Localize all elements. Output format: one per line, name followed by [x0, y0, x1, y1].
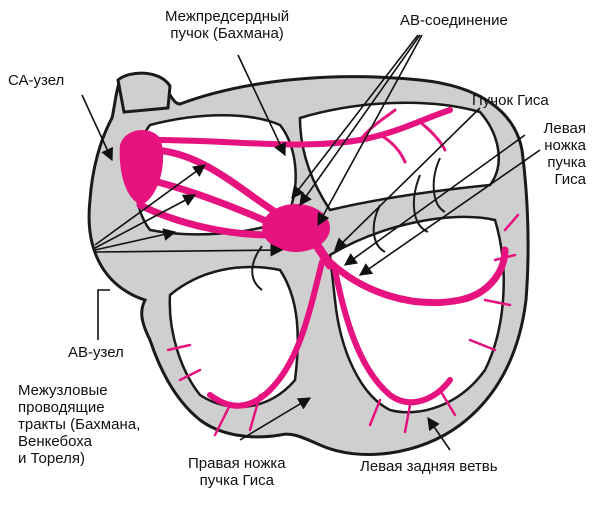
purkinje-4	[166, 343, 192, 352]
vena-cava	[116, 71, 172, 114]
purkinje-3	[178, 368, 202, 382]
internodal-tract-2	[146, 176, 279, 229]
purkinje-10	[493, 253, 517, 262]
internodal-tract-3	[136, 201, 274, 239]
label-bachmann-bundle: Межпредсердный пучок (Бахмана)	[165, 8, 290, 42]
arrow-av-junction-1	[291, 34, 419, 200]
label-his-bundle: Пучок Гиса	[472, 92, 549, 109]
heart-outline	[87, 71, 530, 456]
valve-leaflet-3	[432, 157, 446, 213]
label-sa-node: СА-узел	[8, 72, 65, 89]
arrow-sa-node	[81, 94, 113, 162]
bachmann-branch-2	[378, 133, 407, 164]
left-posterior-branch	[332, 267, 453, 406]
arrow-bachmann	[237, 54, 286, 157]
av-node	[262, 204, 330, 252]
purkinje-8	[468, 338, 497, 352]
label-left-posterior-branch: Левая задняя ветвь	[360, 458, 498, 475]
arrow-internodal-1	[94, 164, 207, 246]
right-ventricle-chamber	[168, 265, 299, 409]
valve-leaflet-2	[372, 204, 386, 253]
arrow-internodal-2	[94, 194, 197, 249]
purkinje-6	[403, 403, 412, 434]
valve-leaflet-4	[412, 174, 429, 233]
purkinje-2	[248, 393, 262, 432]
arrow-av-node-bracket	[97, 289, 110, 340]
arrow-his-bundle	[334, 107, 481, 251]
leader-lines	[81, 34, 541, 451]
arrow-right-bundle	[239, 397, 312, 441]
purkinje-1	[213, 403, 232, 437]
bachmann-branch-3	[418, 120, 447, 152]
conduction-system	[136, 107, 520, 437]
label-left-bundle-branch: Левая ножка пучка Гиса	[543, 120, 586, 188]
left-bundle-branch	[326, 246, 509, 307]
arrow-av-junction-3	[317, 34, 423, 227]
label-av-junction: АВ-соединение	[400, 12, 508, 29]
purkinje-11	[503, 213, 520, 232]
bachmann-bundle	[152, 107, 453, 148]
purkinje-7	[438, 388, 457, 417]
purkinje-5	[368, 398, 382, 427]
label-right-bundle-branch: Правая ножка пучка Гиса	[188, 455, 286, 489]
bachmann-branch-1	[358, 108, 397, 142]
arrow-av-junction-2	[299, 34, 421, 207]
arrow-left-bundle-1	[343, 134, 526, 266]
arrow-left-bundle-2	[358, 149, 541, 276]
nodes	[119, 129, 330, 252]
arrow-internodal-4	[94, 243, 284, 257]
label-internodal-tracts: Межузловые проводящие тракты (Бахмана, В…	[18, 382, 141, 467]
label-av-node: АВ-узел	[68, 344, 124, 361]
sa-node	[119, 129, 164, 205]
purkinje-9	[483, 298, 512, 307]
arrow-left-posterior	[427, 416, 451, 451]
arrow-internodal-3	[94, 228, 177, 251]
internodal-tract-1	[146, 146, 284, 219]
